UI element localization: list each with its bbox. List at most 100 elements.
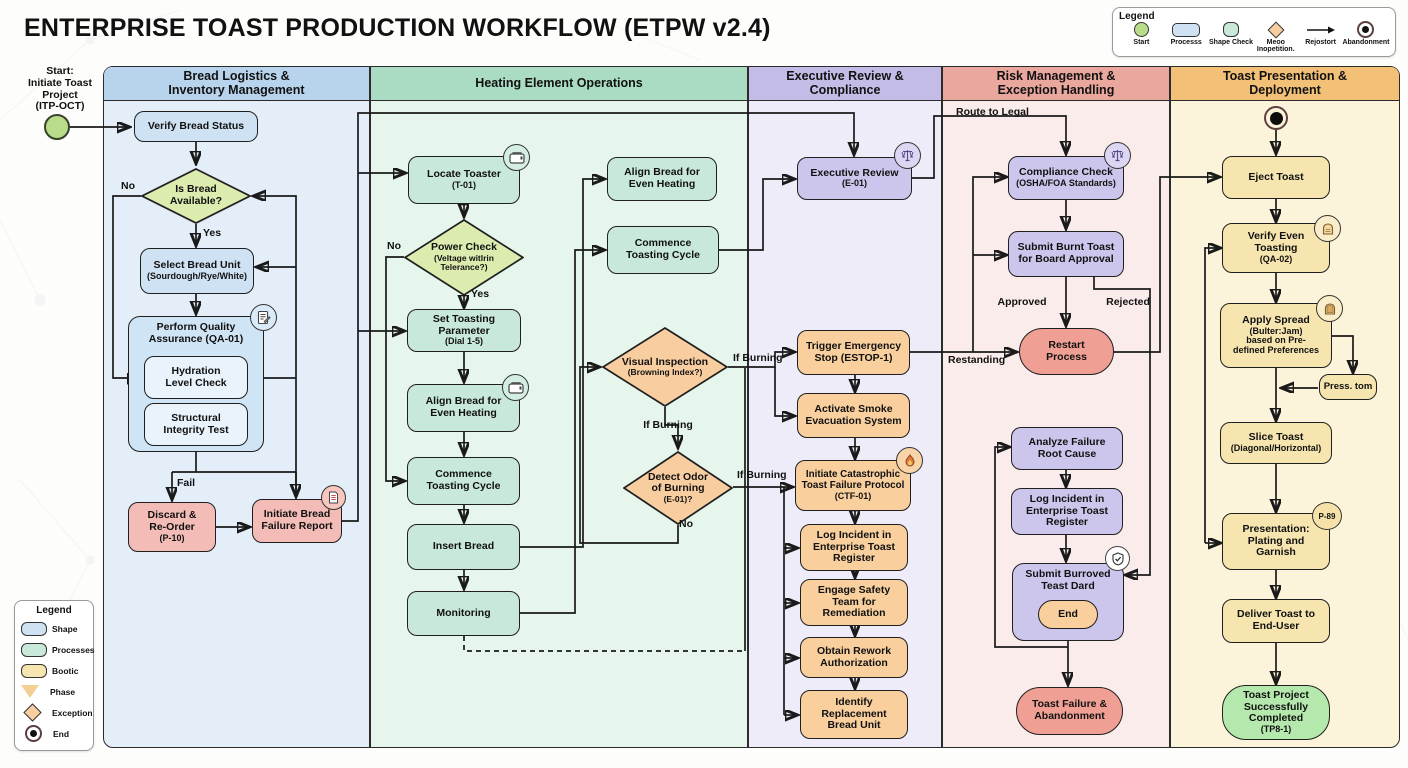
node-verify-bread-status: Verify Bread Status: [134, 111, 258, 142]
yellow-stadium-icon: [21, 663, 47, 678]
node-obtain-rework-authorization: Obtain Rework Authorization: [800, 637, 908, 678]
lane5-start-node-icon: [1264, 106, 1288, 130]
decision-detect-odor-of-burning: Detect Odor of Burning(E-01)?: [623, 451, 733, 525]
legend-item-bootic: Bootic: [21, 660, 87, 681]
edge-label-no-2: No: [387, 240, 401, 252]
toast-icon: [1314, 215, 1341, 242]
node-commence-toasting-2: Commence Toasting Cycle: [607, 226, 719, 274]
legend-item-shape-check: Shape Check: [1209, 22, 1254, 53]
edge-label-no-3: No: [679, 518, 693, 530]
blue-stadium-icon: [21, 621, 47, 636]
toaster-icon: [502, 374, 529, 401]
decision-visual-inspection: Visual Inspection(Browning Index?): [602, 327, 728, 407]
node-verify-even-toasting: Verify Even Toasting(QA-02): [1222, 223, 1330, 273]
end-circle-icon: [1357, 21, 1375, 38]
node-compliance-check: Compliance Check(OSHA/FOA Standards): [1008, 156, 1124, 200]
node-insert-bread: Insert Bread: [407, 524, 520, 570]
diamond-icon: [23, 703, 42, 722]
edge-label-restanding: Restanding: [948, 354, 1006, 366]
node-discard-reorder: Discard & Re-Order(P-10): [128, 502, 216, 552]
edge-label-yes-1: Yes: [203, 227, 222, 239]
toast-spread-icon: [1316, 295, 1343, 322]
legend-item-rejostort: Rejostort: [1298, 22, 1343, 53]
node-engage-safety-team: Engage Safety Team for Remediation: [800, 579, 908, 626]
node-submit-burnt-toast: Submit Burnt Toast for Board Approval: [1008, 231, 1124, 277]
edge-label-if-burning-3: If Burning: [737, 469, 787, 481]
legend-item-process: Processs: [1164, 22, 1209, 53]
edge-label-if-burning-1: If Burning: [733, 352, 783, 364]
triangle-icon: [21, 685, 39, 698]
node-log-incident-register-1: Log Incident in Enterprise Toast Registe…: [800, 524, 908, 571]
node-analyze-failure-root-cause: Analyze Failure Root Cause: [1011, 427, 1123, 470]
end-circle-icon: [25, 725, 42, 742]
shield-check-icon: [1105, 546, 1130, 571]
process-rect-icon: [1172, 22, 1201, 37]
legend-item-end: End: [21, 723, 87, 744]
edge-label-route-to-legal: Route to Legal: [956, 106, 1029, 118]
teal-stadium-icon: [21, 642, 47, 657]
lane-header-toast-presentation: Toast Presentation & Deployment: [1171, 67, 1399, 101]
decision-is-bread-available: Is Bread Available?: [141, 168, 251, 224]
node-trigger-emergency-stop: Trigger Emergency Stop (ESTOP-1): [797, 330, 910, 375]
lane-header-heating-operations: Heating Element Operations: [371, 67, 747, 101]
node-initiate-catastrophic-protocol: Initiate Catastrophic Toast Failure Prot…: [795, 460, 911, 511]
node-hydration-level-check: Hydration Level Check: [144, 356, 248, 399]
start-annotation: Start: Initiate Toast Project (ITP-OCT): [28, 65, 92, 113]
legend-item-shape: Shape: [21, 618, 87, 639]
legend-item-exception: Exception: [21, 702, 93, 723]
lane-header-executive-review: Executive Review & Compliance: [749, 67, 941, 101]
edge-label-if-burning-2: If Burning: [643, 419, 693, 431]
p89-badge: P-89: [1312, 502, 1342, 530]
legend-bottom: Legend Shape Processes Bootic Phase Exce…: [14, 600, 95, 751]
lane-header-risk-management: Risk Management & Exception Handling: [943, 67, 1169, 101]
legend-item-processes: Processes: [21, 639, 95, 660]
legend-top: Legend Start Processs Shape Check Meoo I…: [1112, 7, 1396, 57]
legend-top-title: Legend: [1119, 11, 1155, 22]
scales-icon: [894, 142, 921, 169]
page-title: ENTERPRISE TOAST PRODUCTION WORKFLOW (ET…: [24, 14, 771, 42]
fire-icon: [896, 447, 923, 474]
legend-item-abandonment: Abandonment: [1342, 21, 1390, 53]
exception-diamond-icon: [1267, 21, 1285, 38]
node-identify-replacement-bread: Identify Replacement Bread Unit: [800, 690, 908, 739]
edge-label-yes-2: Yes: [471, 288, 490, 300]
node-log-incident-register-2: Log Incident in Enterprise Toast Registe…: [1011, 488, 1123, 535]
node-restart-process: Restart Process: [1019, 328, 1114, 375]
shape-check-icon: [1222, 22, 1239, 37]
node-press-tom: Press. tom: [1319, 374, 1377, 400]
arrow-icon: [1306, 22, 1336, 37]
node-activate-smoke-evacuation: Activate Smoke Evacuation System: [797, 393, 910, 438]
node-eject-toast: Eject Toast: [1222, 156, 1330, 199]
lane-header-bread-logistics: Bread Logistics & Inventory Management: [104, 67, 369, 101]
toaster-icon: [503, 144, 530, 171]
node-commence-toasting-1: Commence Toasting Cycle: [407, 457, 520, 505]
start-circle-icon: [1133, 22, 1149, 37]
document-icon: [321, 485, 346, 510]
node-locate-toaster: Locate Toaster(T-01): [408, 156, 520, 204]
node-deliver-toast-end-user: Deliver Toast to End-User: [1222, 599, 1330, 643]
node-select-bread-unit: Select Bread Unit(Sourdough/Rye/White): [140, 248, 254, 294]
edge-label-no-1: No: [121, 180, 135, 192]
node-slice-toast: Slice Toast(Diagonal/Horizontal): [1220, 422, 1332, 464]
node-structural-integrity-test: Structural Integrity Test: [144, 403, 248, 446]
legend-item-phase: Phase: [21, 681, 87, 702]
legend-item-inspection: Meoo Inopetition.: [1253, 21, 1298, 53]
legend-bottom-title: Legend: [36, 605, 72, 616]
legend-item-start: Start: [1119, 22, 1164, 53]
scales-icon: [1104, 142, 1131, 169]
node-align-bread-1: Align Bread for Even Heating: [407, 384, 520, 432]
edge-label-approved: Approved: [997, 296, 1047, 308]
node-monitoring: Monitoring: [407, 591, 520, 636]
node-align-bread-2: Align Bread for Even Heating: [607, 157, 717, 201]
node-apply-spread: Apply Spread(Bulter:Jam) based on Pre- d…: [1220, 303, 1332, 368]
node-end: End: [1038, 600, 1098, 629]
edge-label-fail: Fail: [176, 477, 196, 489]
edge-label-rejected: Rejected: [1106, 296, 1150, 308]
node-toast-failure-abandonment: Toast Failure & Abandonment: [1016, 687, 1123, 735]
start-node-icon: [44, 114, 70, 140]
node-toast-project-completed: Toast Project Successfully Completed(TP8…: [1222, 685, 1330, 740]
node-executive-review: Executive Review(E-01): [797, 157, 912, 200]
node-set-toasting-parameter: Set Toasting Parameter(Dial 1-5): [407, 309, 521, 352]
